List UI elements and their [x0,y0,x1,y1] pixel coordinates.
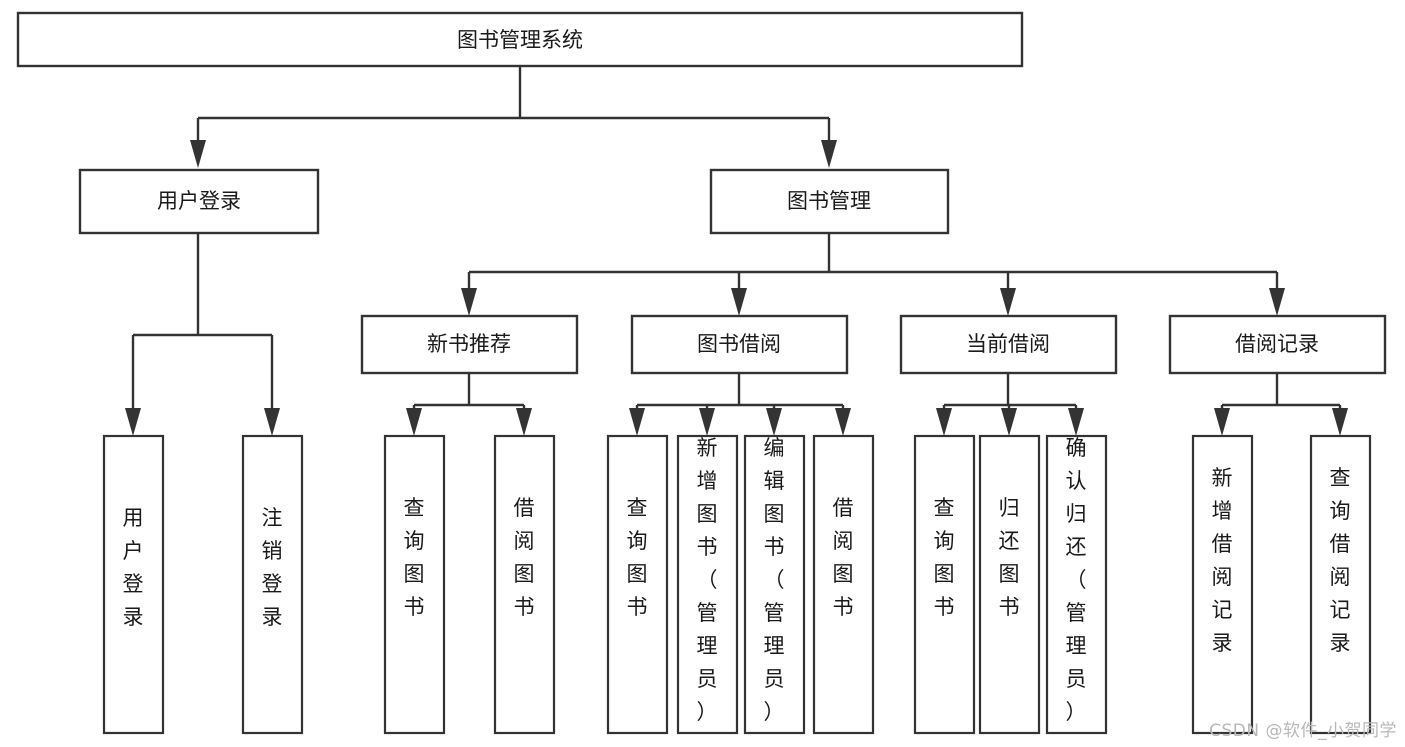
leaf-book-borrow-2[interactable]: 编辑图书（管理员） [743,434,806,735]
leaf-book-borrow-3[interactable]: 借阅图书 [812,434,875,735]
leaf-borrow-record-0-box[interactable] [1191,434,1254,735]
arrow-book-mgmt-to-book-borrow [731,288,747,316]
arrow-book-borrow-leaf-0 [629,408,645,436]
arrow-book-mgmt-to-current-borrow [1000,288,1016,316]
leaf-borrow-record-1-box[interactable] [1309,434,1372,735]
arrow-current-borrow-leaf-0 [936,408,952,436]
arrow-book-borrow-leaf-1 [699,408,715,436]
leaf-book-borrow-3-label: 借阅图书 [833,496,854,619]
node-book-borrow-label: 图书借阅 [697,332,781,356]
leaf-current-borrow-1-box[interactable] [978,434,1041,735]
arrow-borrow-record-leaf-0 [1214,408,1230,436]
leaf-user-login-0-label: 用户登录 [123,506,144,629]
node-root[interactable]: 图书管理系统 [16,11,1024,68]
connector-layer [125,66,1348,436]
node-current-borrow-box[interactable] [899,314,1118,375]
arrow-book-mgmt-to-borrow-record [1269,288,1285,316]
arrow-root-to-book-mgmt [821,140,837,168]
node-book-management-label: 图书管理 [787,189,871,213]
leaf-new-book-0[interactable]: 查询图书 [383,434,446,735]
arrow-book-borrow-leaf-2 [766,408,782,436]
leaf-book-borrow-0-label: 查询图书 [627,496,648,619]
node-user-login[interactable]: 用户登录 [78,168,320,235]
leaf-new-book-0-box[interactable] [383,434,446,735]
leaf-user-login-0-box[interactable] [102,434,165,735]
leaf-current-borrow-1-label: 归还图书 [999,496,1020,619]
leaf-new-book-1-box[interactable] [493,434,556,735]
leaf-borrow-record-1[interactable]: 查询借阅记录 [1309,434,1372,735]
leaf-current-borrow-0-box[interactable] [913,434,976,735]
arrow-user-login-leaf-0 [125,408,141,436]
leaf-borrow-record-0[interactable]: 新增借阅记录 [1191,434,1254,735]
node-user-login-label: 用户登录 [157,189,241,213]
leaf-user-login-1[interactable]: 注销登录 [241,434,304,735]
leaf-book-borrow-2-label: 编辑图书（管理员） [764,436,785,724]
leaf-book-borrow-1[interactable]: 新增图书（管理员） [676,434,739,735]
leaf-book-borrow-1-label: 新增图书（管理员） [697,436,718,724]
arrow-book-borrow-leaf-3 [835,408,851,436]
leaf-user-login-1-box[interactable] [241,434,304,735]
arrow-borrow-record-leaf-1 [1332,408,1348,436]
leaf-book-borrow-0-box[interactable] [606,434,669,735]
leaf-borrow-record-0-label: 新增借阅记录 [1212,466,1233,655]
node-root-label: 图书管理系统 [457,28,583,52]
node-current-borrow[interactable]: 当前借阅 [899,314,1118,375]
leaf-book-borrow-2-box[interactable] [743,434,806,735]
node-new-book-recommend-label: 新书推荐 [427,332,511,356]
node-book-management-box[interactable] [709,168,950,235]
node-new-book-recommend[interactable]: 新书推荐 [360,314,579,375]
arrow-current-borrow-leaf-1 [1001,408,1017,436]
arrow-current-borrow-leaf-2 [1068,408,1084,436]
leaf-book-borrow-3-box[interactable] [812,434,875,735]
node-root-box[interactable] [16,11,1024,68]
arrow-book-mgmt-to-new-book [461,288,477,316]
arrow-new-book-leaf-1 [516,408,532,436]
node-borrow-record-label: 借阅记录 [1235,332,1319,356]
csdn-watermark: CSDN @软件_小贺同学 [1209,721,1397,741]
leaf-user-login-0[interactable]: 用户登录 [102,434,165,735]
leaf-user-login-1-label: 注销登录 [262,506,283,629]
leaf-current-borrow-2-box[interactable] [1045,434,1108,735]
node-user-login-box[interactable] [78,168,320,235]
leaf-new-book-1[interactable]: 借阅图书 [493,434,556,735]
node-book-borrow[interactable]: 图书借阅 [630,314,849,375]
leaf-current-borrow-0-label: 查询图书 [934,496,955,619]
arrow-user-login-leaf-1 [264,408,280,436]
arrow-root-to-user-login [190,140,206,168]
node-borrow-record-box[interactable] [1168,314,1387,375]
node-new-book-recommend-box[interactable] [360,314,579,375]
leaf-book-borrow-0[interactable]: 查询图书 [606,434,669,735]
leaf-borrow-record-1-label: 查询借阅记录 [1330,466,1351,655]
leaf-current-borrow-0[interactable]: 查询图书 [913,434,976,735]
arrow-new-book-leaf-0 [406,408,422,436]
leaf-current-borrow-2-label: 确认归还（管理员） [1066,436,1087,724]
node-book-borrow-box[interactable] [630,314,849,375]
leaf-book-borrow-1-box[interactable] [676,434,739,735]
node-book-management[interactable]: 图书管理 [709,168,950,235]
node-current-borrow-label: 当前借阅 [966,332,1050,356]
leaf-new-book-0-label: 查询图书 [404,496,425,619]
leaf-new-book-1-label: 借阅图书 [514,496,535,619]
leaf-current-borrow-2[interactable]: 确认归还（管理员） [1045,434,1108,735]
node-borrow-record[interactable]: 借阅记录 [1168,314,1387,375]
leaf-current-borrow-1[interactable]: 归还图书 [978,434,1041,735]
